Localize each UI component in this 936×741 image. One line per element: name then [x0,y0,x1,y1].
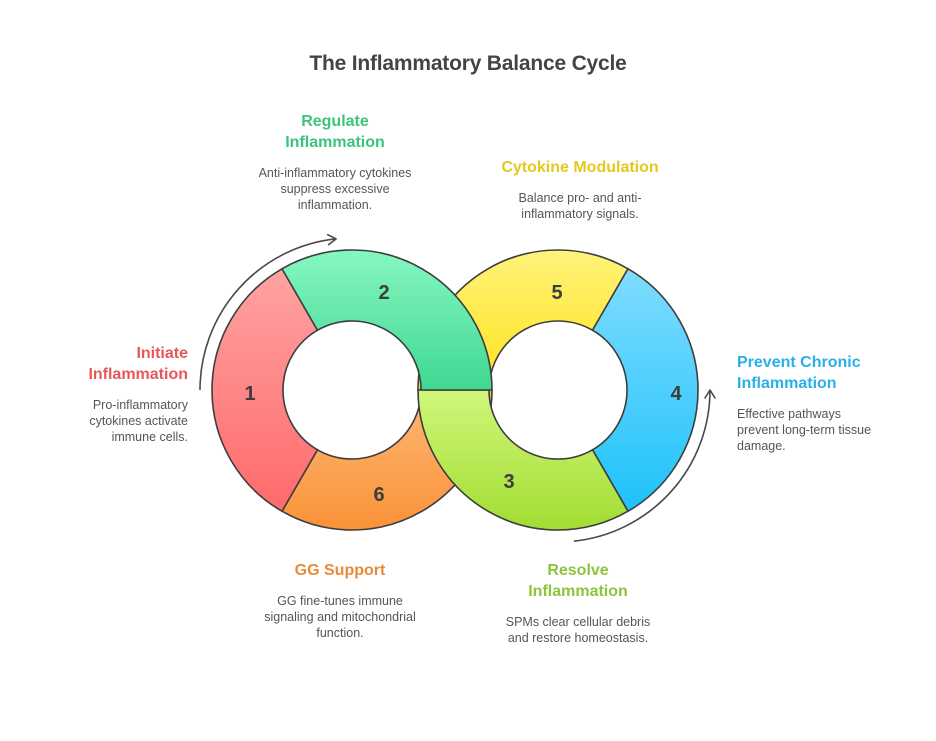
segment-4 [591,267,699,513]
step-4-title-line2: Inflammation [737,375,837,392]
step-3-title-line2: Inflammation [528,583,628,600]
step-3-description: SPMs clear cellular debris and restore h… [468,614,688,646]
step-2-title: Regulate Inflammation [235,111,435,153]
step-1-title: Initiate Inflammation [40,343,188,385]
step-4-title-line1: Prevent Chronic [737,354,861,371]
step-5-label: Cytokine Modulation Balance pro- and ant… [470,157,690,222]
step-2-desc-line: suppress excessive [280,182,390,196]
step-1-desc-line: Pro-inflammatory [92,398,188,412]
step-5-desc-line: inflammatory signals. [521,207,639,221]
step-4-label: Prevent Chronic Inflammation Effective p… [737,352,927,454]
step-5-title: Cytokine Modulation [470,157,690,178]
step-4-desc-line: Effective pathways [737,407,841,421]
segment-3-number: 3 [503,471,514,493]
segment-6-number: 6 [373,484,384,506]
right-cycle-arrow-icon-head [704,389,716,399]
step-5-title-line1: Cytokine Modulation [501,159,659,176]
step-1-title-line1: Initiate [136,345,188,362]
step-2-title-line2: Inflammation [285,134,385,151]
step-6-desc-line: signaling and mitochondrial [264,610,416,624]
step-6-desc-line: GG fine-tunes immune [277,594,403,608]
left-cycle-arrow-icon [199,238,337,391]
step-4-desc-line: damage. [737,439,786,453]
step-2-desc-line: Anti-inflammatory cytokines [258,166,412,180]
step-3-desc-line: SPMs clear cellular debris [505,615,651,629]
step-3-label: Resolve Inflammation SPMs clear cellular… [468,560,688,646]
step-2-description: Anti-inflammatory cytokines suppress exc… [235,165,435,213]
step-6-desc-line: function. [316,626,364,640]
step-6-title: GG Support [240,560,440,581]
diagram-title: The Inflammatory Balance Cycle [309,52,627,75]
step-6-label: GG Support GG fine-tunes immune signalin… [240,560,440,641]
step-4-desc-line: prevent long-term tissue [737,423,872,437]
right-cycle-arrow-icon [573,389,711,542]
step-1-desc-line: cytokines activate [89,414,188,428]
segment-3 [417,389,629,531]
step-3-desc-line: and restore homeostasis. [507,631,649,645]
step-3-title-line1: Resolve [547,562,609,579]
segment-1 [211,267,319,513]
step-6-title-line1: GG Support [294,562,386,579]
step-1-title-line2: Inflammation [88,366,188,383]
step-2-label: Regulate Inflammation Anti-inflammatory … [235,111,435,213]
step-1-desc-line: immune cells. [111,430,188,444]
step-5-desc-line: Balance pro- and anti- [518,191,642,205]
left-cycle-arrow-icon-head [326,233,337,246]
step-4-description: Effective pathways prevent long-term tis… [737,406,927,454]
step-4-title: Prevent Chronic Inflammation [737,352,927,394]
step-5-description: Balance pro- and anti- inflammatory sign… [470,190,690,222]
step-1-label: Initiate Inflammation Pro-inflammatory c… [40,343,188,445]
segment-2 [281,249,493,391]
segment-1-number: 1 [244,383,255,405]
segment-4-number: 4 [670,383,682,405]
segment-2-number: 2 [378,282,389,304]
step-3-title: Resolve Inflammation [468,560,688,602]
step-6-description: GG fine-tunes immune signaling and mitoc… [240,593,440,641]
step-2-title-line1: Regulate [301,113,369,130]
step-2-desc-line: inflammation. [297,198,373,212]
segment-5-number: 5 [551,282,562,304]
step-1-description: Pro-inflammatory cytokines activate immu… [40,397,188,445]
